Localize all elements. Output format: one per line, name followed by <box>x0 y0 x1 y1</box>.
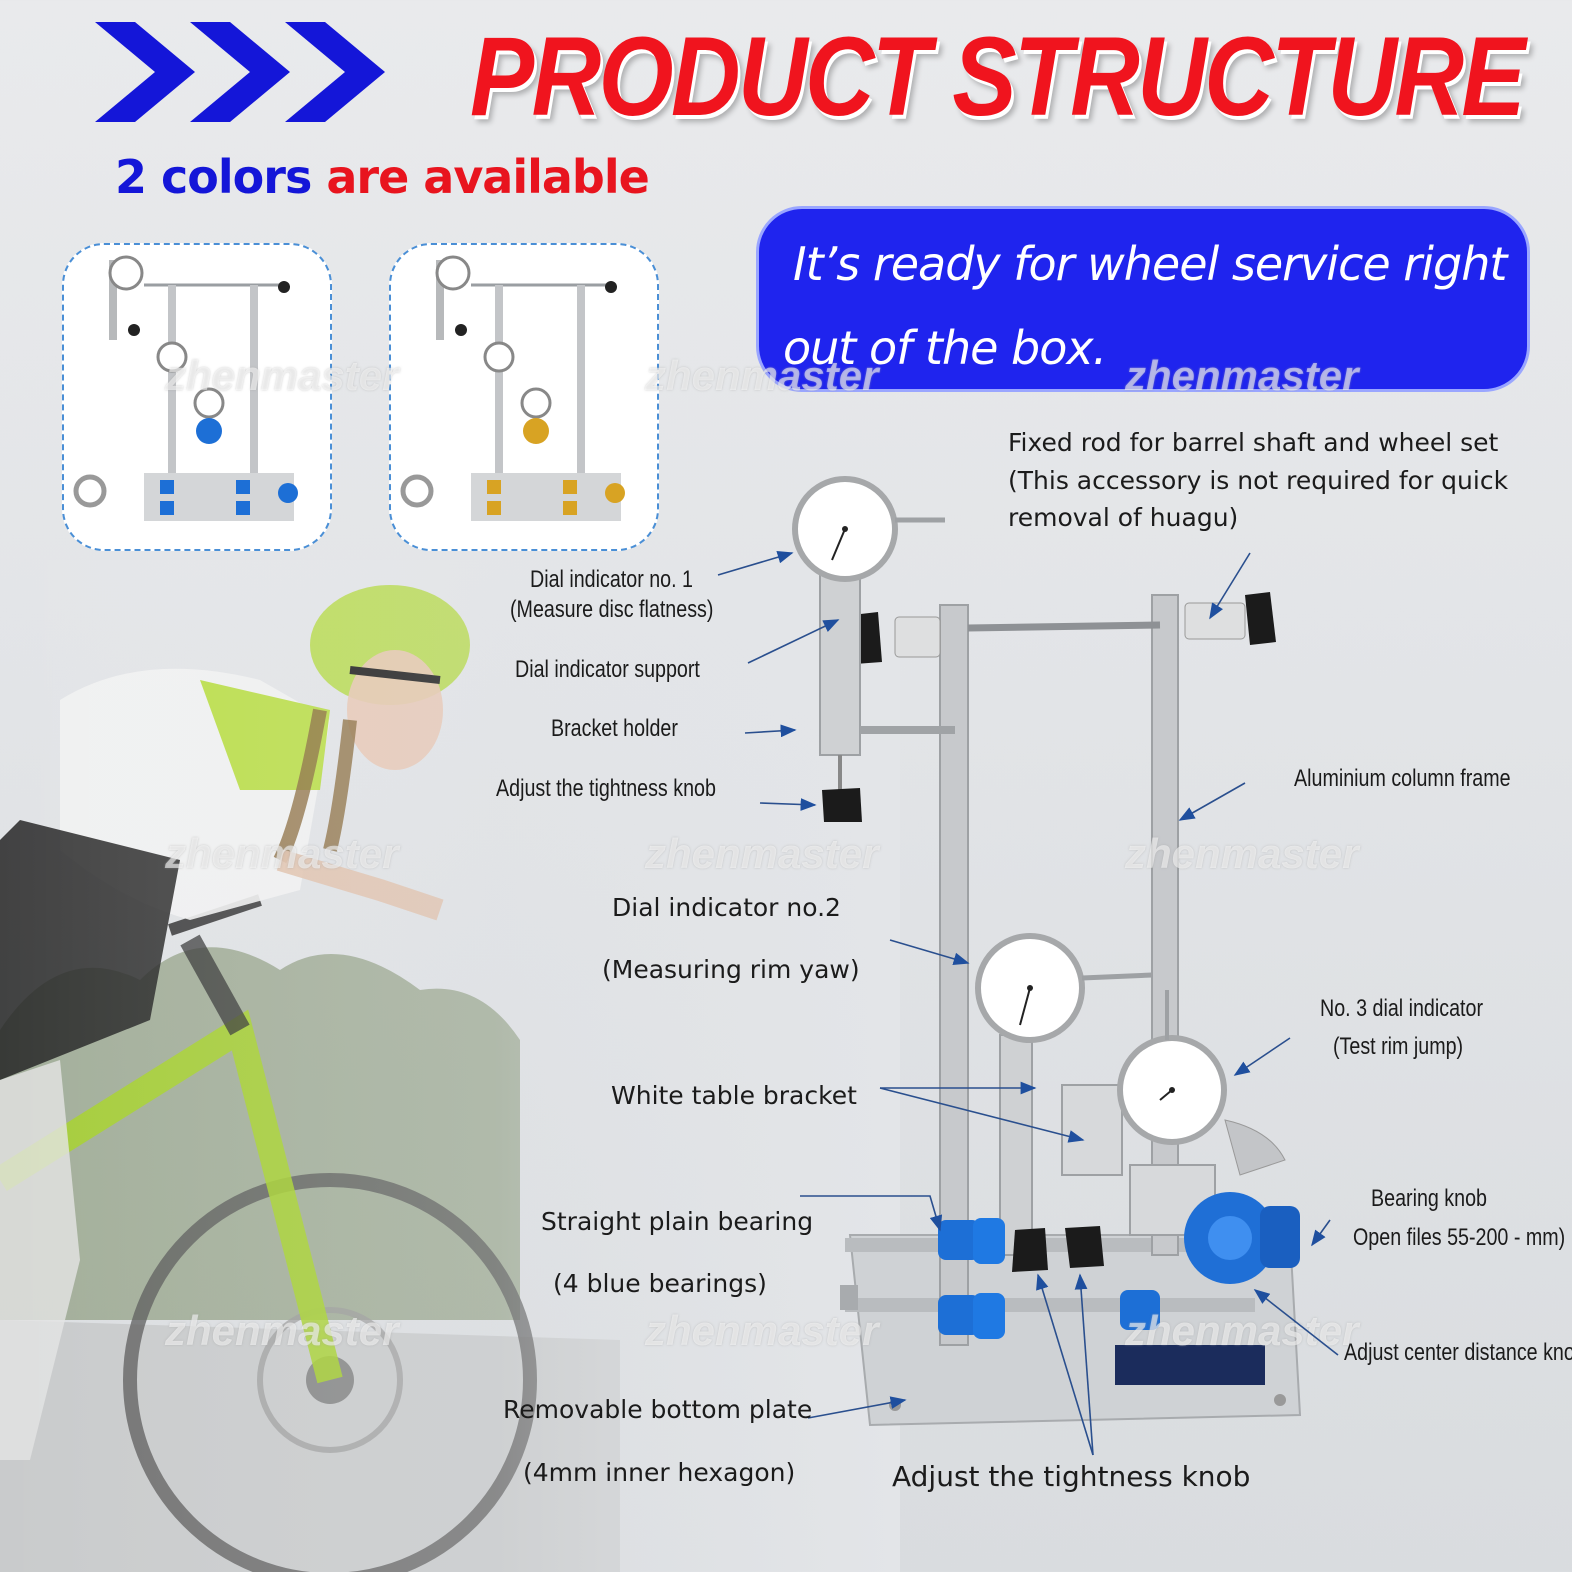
banner-line-1: It’s ready for wheel service right <box>793 237 1507 291</box>
watermark: zhenmaster <box>165 1307 399 1354</box>
label-dial-indicator-3: No. 3 dial indicator <box>1320 995 1484 1022</box>
chevron-right-icon <box>95 22 195 122</box>
watermark: zhenmaster <box>1125 830 1359 877</box>
label-removable-bottom-plate: Removable bottom plate <box>503 1395 813 1424</box>
wheel-truing-stand-blue-thumbnail <box>73 255 298 521</box>
variant-card-blue <box>62 243 332 551</box>
variant-card-gold <box>389 243 659 551</box>
colors-available-rest: are available <box>311 150 649 204</box>
watermark: zhenmaster <box>645 1307 879 1354</box>
label-adjust-knob-top: Adjust the tightness knob <box>496 775 716 802</box>
label-dial-indicator-1: Dial indicator no. 1 <box>530 566 694 593</box>
label-fixed-rod-1: Fixed rod for barrel shaft and wheel set <box>1008 428 1499 457</box>
chevron-right-icon <box>190 22 290 122</box>
label-fixed-rod-3: removal of huagu) <box>1008 503 1239 532</box>
label-bearing-knob-desc: Open files 55-200 - mm) <box>1353 1224 1566 1251</box>
watermark: zhenmaster <box>165 830 399 877</box>
label-white-table-bracket: White table bracket <box>611 1081 857 1110</box>
watermark: zhenmaster <box>1125 1307 1359 1354</box>
label-adjust-center-distance-knob: Adjust center distance knob <box>1344 1339 1572 1366</box>
promo-banner: It’s ready for wheel service right out o… <box>756 206 1530 392</box>
page-title: PRODUCT STRUCTURE <box>470 14 1526 139</box>
label-bearing-knob: Bearing knob <box>1371 1185 1487 1212</box>
label-dial-indicator-2: Dial indicator no.2 <box>612 893 841 922</box>
cyclist-background-photo <box>0 560 900 1572</box>
watermark: zhenmaster <box>1125 352 1359 399</box>
label-straight-plain-bearing: Straight plain bearing <box>541 1207 814 1236</box>
colors-count: 2 colors <box>115 150 312 204</box>
label-aluminium-frame: Aluminium column frame <box>1294 765 1511 792</box>
label-dial-indicator-3-desc: (Test rim jump) <box>1333 1033 1464 1060</box>
label-dial-indicator-2-desc: (Measuring rim yaw) <box>602 955 860 984</box>
label-dial-indicator-1-desc: (Measure disc flatness) <box>510 596 714 623</box>
banner-line-2: out of the box. <box>783 321 1107 375</box>
label-fixed-rod-2: (This accessory is not required for quic… <box>1008 466 1509 495</box>
chevron-right-icon <box>285 22 385 122</box>
label-bracket-holder: Bracket holder <box>551 715 678 742</box>
label-dial-indicator-support: Dial indicator support <box>515 656 700 683</box>
wheel-truing-stand-gold-thumbnail <box>400 255 625 521</box>
label-removable-bottom-plate-desc: (4mm inner hexagon) <box>523 1458 796 1487</box>
label-straight-plain-bearing-desc: (4 blue bearings) <box>553 1269 767 1298</box>
watermark: zhenmaster <box>645 830 879 877</box>
watermark: zhenmaster <box>165 352 399 399</box>
colors-available-text: 2 colors are available <box>115 150 650 204</box>
watermark: zhenmaster <box>645 352 879 399</box>
label-adjust-knob-bottom: Adjust the tightness knob <box>892 1460 1251 1493</box>
